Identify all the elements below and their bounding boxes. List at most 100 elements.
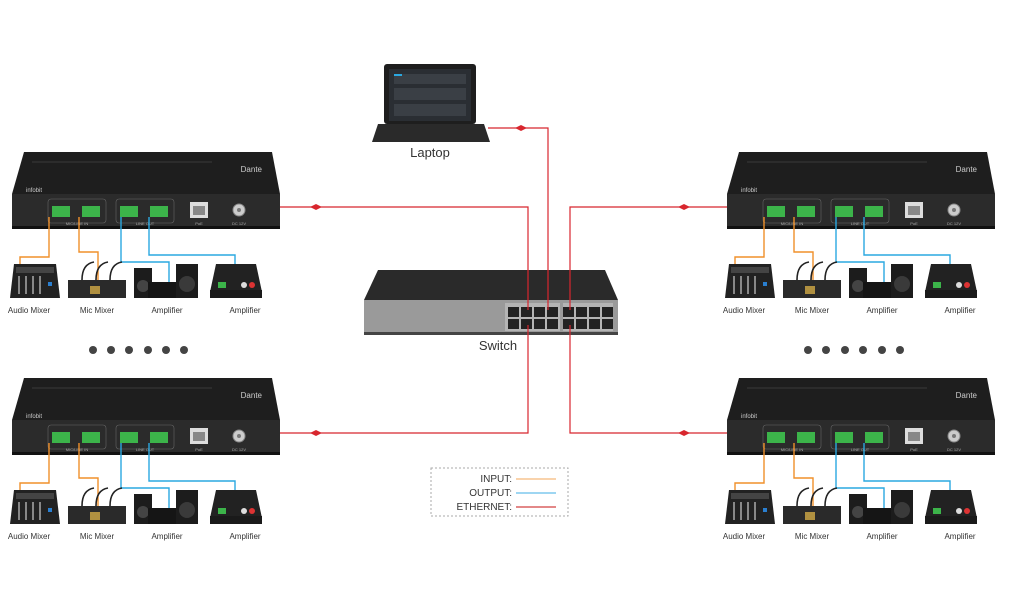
endpoint-label: Amplifier xyxy=(944,532,975,541)
ethernet-lines xyxy=(230,127,790,434)
endpoint-label: Amplifier xyxy=(866,306,897,315)
endpoint-label: Amplifier xyxy=(229,306,260,315)
switch-port xyxy=(563,307,574,317)
endpoint-label: Mic Mixer xyxy=(795,532,830,541)
dante-label: Dante xyxy=(956,391,978,400)
dc-label: DC 12V xyxy=(232,447,246,452)
switch-port xyxy=(589,307,600,317)
endpoint-label: Mic Mixer xyxy=(795,306,830,315)
line-out-label: LINE OUT xyxy=(136,221,155,226)
output-line xyxy=(835,217,885,291)
dante-encoder xyxy=(11,151,281,230)
ethernet-arrows xyxy=(310,125,690,436)
dante-label: Dante xyxy=(241,391,263,400)
mic-mixer xyxy=(67,487,127,525)
input-line xyxy=(793,443,814,520)
switch-port xyxy=(508,319,519,329)
endpoint-label: Amplifier xyxy=(151,532,182,541)
mic-mixer xyxy=(67,261,127,299)
switch-port xyxy=(602,307,613,317)
laptop-label: Laptop xyxy=(410,145,450,160)
output-line xyxy=(863,443,951,498)
switch-ports xyxy=(508,307,613,329)
switch-port xyxy=(589,319,600,329)
switch-port xyxy=(576,319,587,329)
mic-mixer xyxy=(782,487,842,525)
mic-line-in-label: MIC/LINE IN xyxy=(66,447,89,452)
switch-port xyxy=(534,307,545,317)
brand-label: infobit xyxy=(741,188,757,194)
endpoint-label: Amplifier xyxy=(944,306,975,315)
eth-bottom-right xyxy=(569,325,790,434)
line-out-label: LINE OUT xyxy=(851,447,870,452)
dc-label: DC 12V xyxy=(947,221,961,226)
output-line xyxy=(120,443,170,517)
input-line xyxy=(19,217,50,267)
poe-label: PoE xyxy=(195,221,203,226)
audio-mixer xyxy=(10,490,60,524)
input-line xyxy=(19,443,50,493)
amplifier-box xyxy=(210,264,262,298)
audio-mixer xyxy=(10,264,60,298)
legend-input-label: INPUT: xyxy=(480,474,512,485)
switch-port xyxy=(547,319,558,329)
dante-encoder xyxy=(11,377,281,456)
dc-label: DC 12V xyxy=(232,221,246,226)
amplifier-box xyxy=(210,490,262,524)
laptop xyxy=(372,64,490,142)
endpoint-label: Amplifier xyxy=(151,306,182,315)
input-line xyxy=(734,217,765,267)
eth-top-right xyxy=(569,206,790,310)
dante-encoder xyxy=(726,151,996,230)
input-line xyxy=(734,443,765,493)
input-line xyxy=(78,217,99,294)
output-line xyxy=(148,443,236,498)
switch-port xyxy=(547,307,558,317)
brand-label: infobit xyxy=(26,414,42,420)
mic-line-in-label: MIC/LINE IN xyxy=(781,447,804,452)
endpoint-label: Amplifier xyxy=(229,532,260,541)
eth-top-left xyxy=(230,206,529,310)
input-line xyxy=(793,217,814,294)
mic-mixer xyxy=(782,261,842,299)
output-line xyxy=(863,217,951,272)
poe-label: PoE xyxy=(195,447,203,452)
switch-port xyxy=(521,307,532,317)
switch-port xyxy=(534,319,545,329)
amplifier-box xyxy=(925,490,977,524)
endpoint-label: Amplifier xyxy=(866,532,897,541)
output-line xyxy=(835,443,885,517)
endpoint-label: Audio Mixer xyxy=(723,532,766,541)
switch-port xyxy=(508,307,519,317)
dc-label: DC 12V xyxy=(947,447,961,452)
legend-ethernet-label: ETHERNET: xyxy=(456,502,512,513)
amplifier-speakers xyxy=(849,490,913,524)
mic-line-in-label: MIC/LINE IN xyxy=(781,221,804,226)
eth-laptop xyxy=(488,127,549,310)
amplifier-speakers xyxy=(849,264,913,298)
audio-mixer xyxy=(725,490,775,524)
dante-encoder xyxy=(726,377,996,456)
brand-label: infobit xyxy=(741,414,757,420)
poe-label: PoE xyxy=(910,447,918,452)
amplifier-box xyxy=(925,264,977,298)
switch-port xyxy=(563,319,574,329)
endpoint-label: Mic Mixer xyxy=(80,306,115,315)
amplifier-speakers xyxy=(134,264,198,298)
brand-label: infobit xyxy=(26,188,42,194)
mic-line-in-label: MIC/LINE IN xyxy=(66,221,89,226)
endpoint-label: Mic Mixer xyxy=(80,532,115,541)
more-units-left xyxy=(89,346,188,354)
endpoint-label: Audio Mixer xyxy=(723,306,766,315)
legend-output-label: OUTPUT: xyxy=(469,488,512,499)
output-line xyxy=(120,217,170,291)
switch-label: Switch xyxy=(479,338,517,353)
line-out-label: LINE OUT xyxy=(851,221,870,226)
endpoint-label: Audio Mixer xyxy=(8,306,51,315)
eth-bottom-left xyxy=(230,325,529,434)
